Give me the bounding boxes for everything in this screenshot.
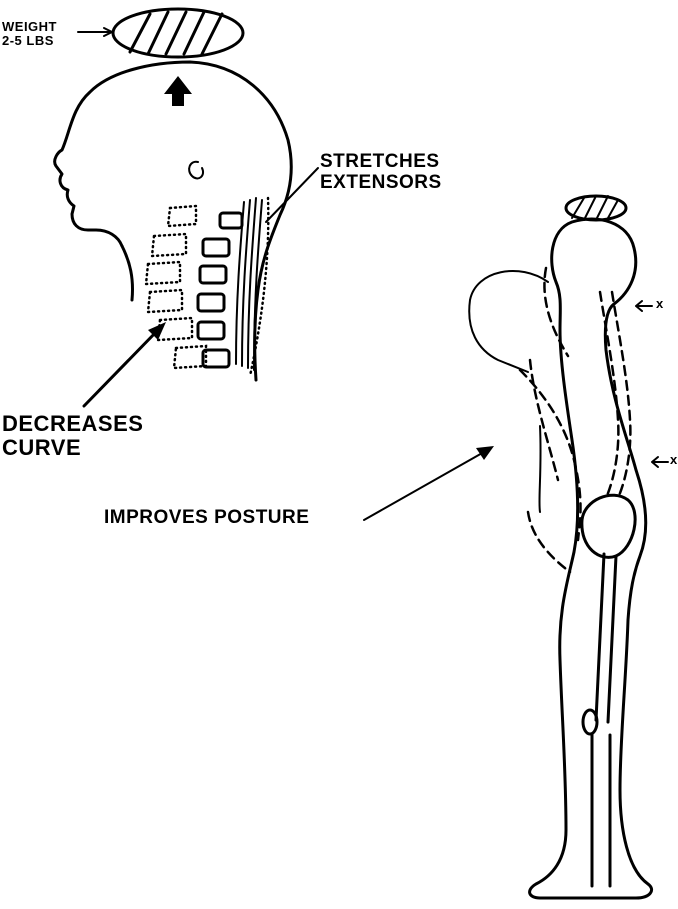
decreases-label-line1: DECREASES [2,412,143,436]
stretches-label-line2: EXTENSORS [320,173,442,194]
decreases-arrow [84,322,166,406]
cervical-vertebrae [198,198,262,370]
weight-label: WEIGHT 2-5 LBS [2,20,57,49]
weight-leader [78,28,112,36]
improves-posture-label: IMPROVES POSTURE [104,508,309,529]
x-marker-lower: x [670,453,678,467]
up-arrow [164,76,192,106]
decreases-label-line2: CURVE [2,436,143,460]
weight-bag [113,9,243,57]
weight-label-line2: 2-5 LBS [2,34,57,48]
x-marker-upper: x [656,297,664,311]
stretches-label-line1: STRETCHES [320,152,442,173]
stretches-extensors-label: STRETCHES EXTENSORS [320,152,442,194]
standing-figure [469,196,668,898]
decreases-curve-label: DECREASES CURVE [2,412,143,460]
head-figure [55,62,292,380]
weight-label-line1: WEIGHT [2,20,57,34]
improves-arrow [364,446,494,520]
